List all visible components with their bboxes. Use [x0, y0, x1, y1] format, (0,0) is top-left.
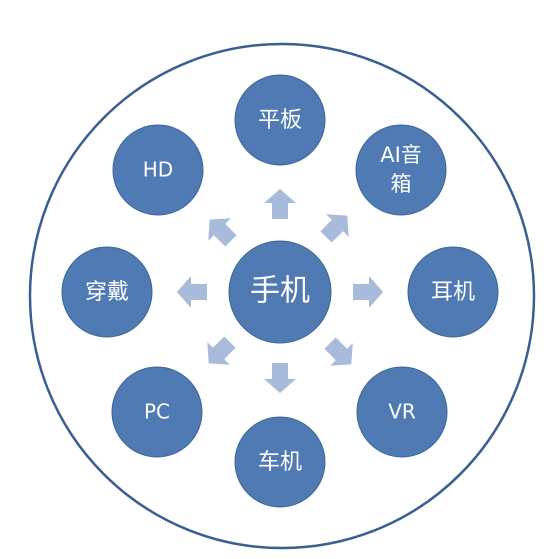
- node-ai-speaker-circle: [355, 124, 447, 216]
- node-pc: PC: [111, 366, 203, 458]
- node-wearable-label: 穿戴: [85, 280, 129, 305]
- node-wearable-circle: [61, 246, 153, 338]
- arrow-left-icon: [177, 276, 207, 308]
- node-vr: VR: [356, 366, 448, 458]
- center-node-circle: [228, 240, 332, 344]
- arrow-up-left-icon: [208, 218, 237, 247]
- node-ai-speaker: AI音 箱: [355, 124, 447, 216]
- node-wearable: 穿戴: [61, 246, 153, 338]
- node-tablet-circle: [234, 74, 326, 166]
- node-tablet-label: 平板: [258, 108, 302, 133]
- node-pc-label: PC: [144, 400, 170, 424]
- node-ai-speaker-label-line2: 箱: [391, 172, 412, 196]
- center-node-label: 手机: [250, 274, 310, 309]
- node-car: 车机: [234, 416, 326, 508]
- node-vr-circle: [356, 366, 448, 458]
- node-hd-label: HD: [143, 158, 173, 182]
- node-hd-circle: [112, 124, 204, 216]
- center-node-phone: 手机: [228, 240, 332, 344]
- arrow-up-right-icon: [320, 214, 349, 243]
- node-ai-speaker-label-line1: AI音: [380, 143, 422, 167]
- node-pc-circle: [111, 366, 203, 458]
- arrow-up-icon: [264, 189, 296, 219]
- arrow-down-left-icon: [207, 336, 236, 365]
- node-hd: HD: [112, 124, 204, 216]
- node-earphone-label: 耳机: [431, 280, 475, 305]
- node-car-label: 车机: [258, 450, 302, 475]
- arrow-group: [177, 189, 383, 393]
- node-tablet: 平板: [234, 74, 326, 166]
- node-vr-label: VR: [388, 400, 416, 424]
- node-car-circle: [234, 416, 326, 508]
- arrow-right-icon: [353, 276, 383, 308]
- node-earphone: 耳机: [407, 246, 499, 338]
- arrow-down-right-icon: [324, 337, 353, 366]
- arrow-down-icon: [264, 363, 296, 393]
- node-earphone-circle: [407, 246, 499, 338]
